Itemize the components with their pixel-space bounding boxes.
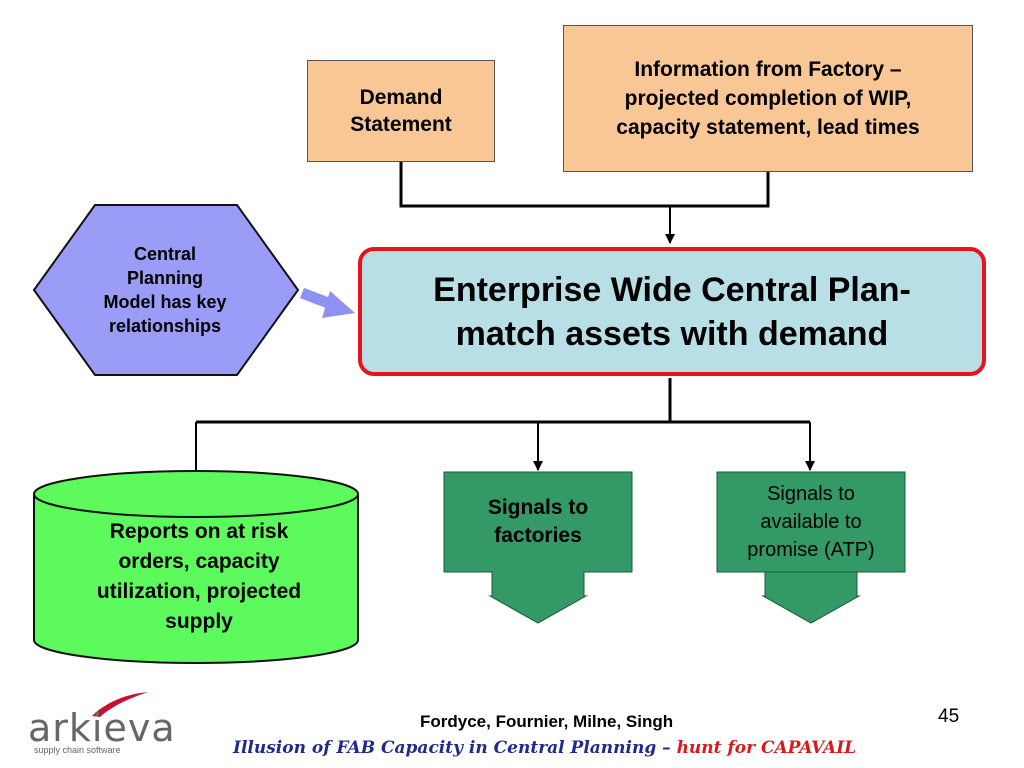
hexagon-to-plan-arrow xyxy=(300,287,355,318)
factory-info-box: Information from Factory – projected com… xyxy=(563,25,973,172)
central-plan-label: Enterprise Wide Central Plan- match asse… xyxy=(433,270,911,353)
reports-text: Reports on at risk orders, capacity util… xyxy=(40,512,358,642)
page-number: 45 xyxy=(938,706,960,727)
logo-tagline: supply chain software xyxy=(34,745,121,755)
signals-atp-shape xyxy=(716,471,906,624)
factory-info-label: Information from Factory – projected com… xyxy=(616,58,920,139)
logo-wordmark: arkieva xyxy=(28,706,176,750)
planning-model-label: Central Planning Model has key relations… xyxy=(103,244,227,336)
input-connector xyxy=(399,162,770,208)
footer-authors: Fordyce, Fournier, Milne, Singh xyxy=(420,712,674,731)
output-connector xyxy=(196,378,810,424)
footer-title-main: Illusion of FAB Capacity in Central Plan… xyxy=(233,738,677,758)
signals-factories-shape xyxy=(443,471,633,624)
signals-atp-text: Signals to available to promise (ATP) xyxy=(717,472,905,572)
logo-swoosh-icon xyxy=(92,692,148,717)
central-plan-box: Enterprise Wide Central Plan- match asse… xyxy=(358,247,986,376)
signals-factories-text: Signals to factories xyxy=(444,472,632,567)
signals-factories-label: Signals to factories xyxy=(487,496,589,547)
reports-cylinder xyxy=(33,470,359,664)
planning-model-hexagon xyxy=(32,204,300,376)
planning-model-text: Central Planning Model has key relations… xyxy=(60,220,270,360)
arkieva-logo: arkieva supply chain software xyxy=(28,690,198,755)
demand-statement-label: Demand Statement xyxy=(350,86,452,136)
footer-title-highlight: hunt for CAPAVAIL xyxy=(676,738,857,758)
signals-atp-label: Signals to available to promise (ATP) xyxy=(747,483,875,561)
footer-title: Illusion of FAB Capacity in Central Plan… xyxy=(233,738,1013,758)
demand-statement-box: Demand Statement xyxy=(307,60,495,162)
reports-label: Reports on at risk orders, capacity util… xyxy=(96,520,302,633)
